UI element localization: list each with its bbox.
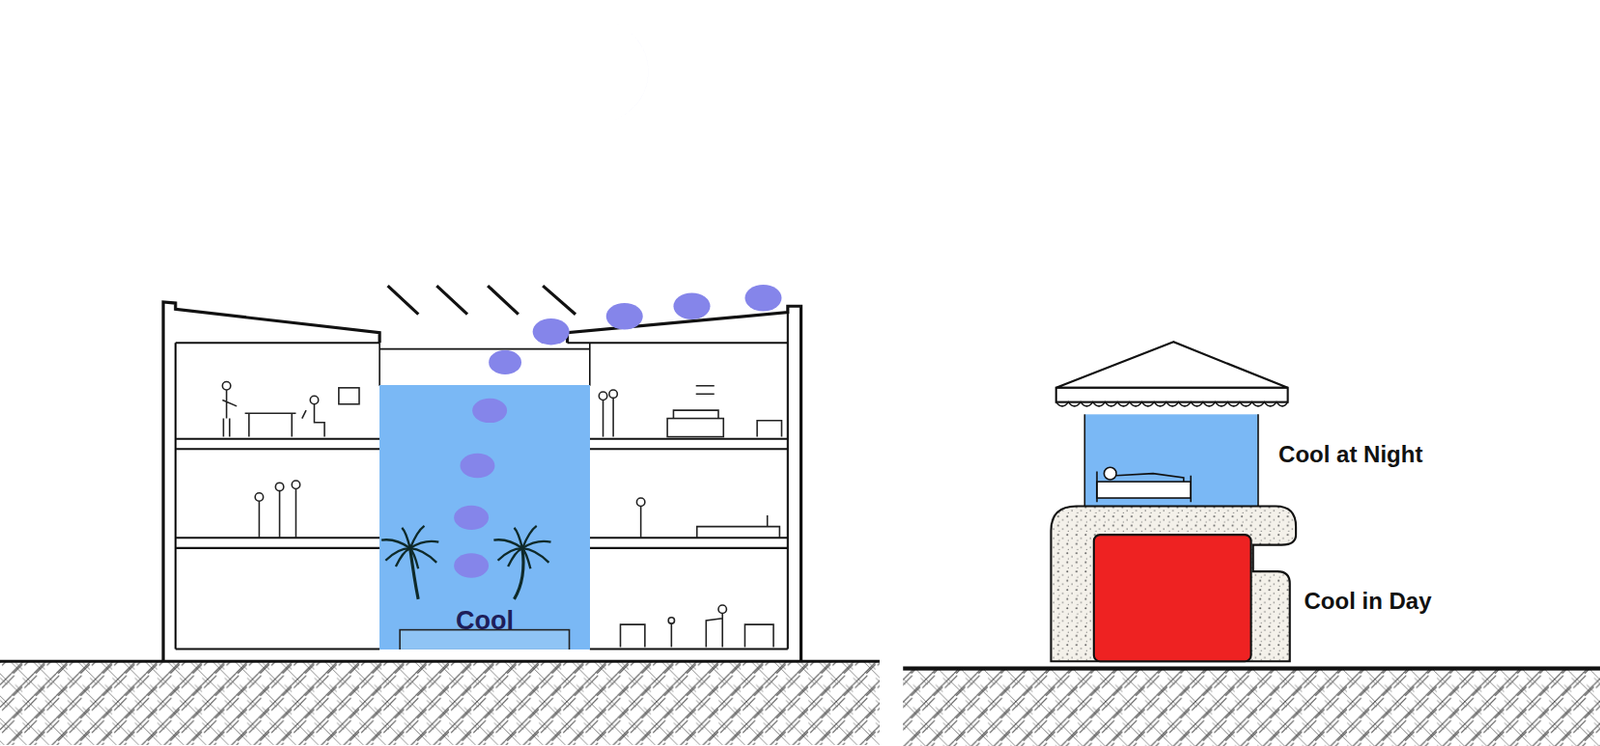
node-text: Cool bbox=[455, 606, 514, 637]
palm-tree bbox=[381, 526, 439, 600]
day-room bbox=[1094, 534, 1252, 662]
sleeping-room bbox=[1084, 414, 1259, 506]
annotation-label: Cool in Day bbox=[1304, 588, 1432, 616]
roof-pavilion bbox=[1056, 341, 1289, 407]
ground-hatch bbox=[902, 669, 1600, 746]
cool-air bbox=[453, 554, 489, 579]
ground-line bbox=[0, 660, 880, 664]
moon bbox=[581, 22, 648, 123]
cool-air bbox=[453, 505, 489, 531]
ground-hatch bbox=[0, 661, 880, 746]
cool-air bbox=[460, 453, 496, 478]
annotation-label: Cool at Night bbox=[1278, 441, 1423, 469]
palm-tree bbox=[493, 526, 551, 600]
cool-air bbox=[488, 284, 782, 375]
building-section bbox=[163, 302, 801, 662]
bed bbox=[1096, 467, 1191, 503]
ground-line bbox=[902, 667, 1600, 672]
thick-mass-platform bbox=[1050, 505, 1296, 662]
louvres bbox=[388, 285, 576, 315]
courtyard: Cool bbox=[379, 385, 590, 650]
cool-air bbox=[472, 398, 507, 423]
